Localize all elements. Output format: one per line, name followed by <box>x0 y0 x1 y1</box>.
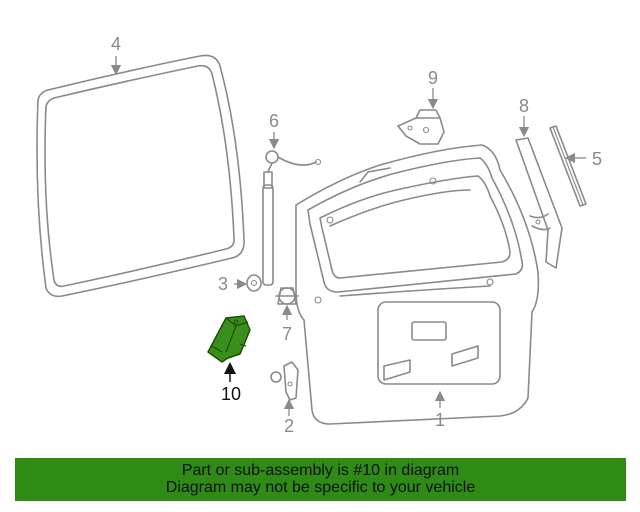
banner-line-1: Part or sub-assembly is #10 in diagram <box>181 462 460 479</box>
part-4-weatherstrip <box>36 54 245 298</box>
banner-line-2: Diagram may not be specific to your vehi… <box>165 479 476 496</box>
callout-5: 5 <box>592 149 602 169</box>
callout-9: 9 <box>428 68 438 88</box>
callout-7: 7 <box>282 324 292 344</box>
callout-arrows <box>110 56 586 416</box>
part-2-striker <box>270 361 299 401</box>
callout-2: 2 <box>284 416 294 436</box>
callout-6: 6 <box>269 111 279 131</box>
info-banner: Part or sub-assembly is #10 in diagram D… <box>15 458 626 501</box>
part-8-trim <box>515 137 563 269</box>
part-6-strut <box>262 150 322 286</box>
callout-3: 3 <box>218 274 228 294</box>
callout-10: 10 <box>221 384 241 404</box>
callout-4: 4 <box>111 34 121 54</box>
part-10-module <box>207 315 251 363</box>
part-7-bolt <box>275 287 299 305</box>
part-5-strip <box>549 125 587 207</box>
part-1-liftgate <box>295 144 540 425</box>
callout-1: 1 <box>435 410 445 430</box>
part-3-washer <box>246 274 262 292</box>
part-9-hinge <box>397 109 445 145</box>
parts-diagram: 4 6 9 8 5 3 7 2 1 10 <box>36 34 602 436</box>
callout-8: 8 <box>519 96 529 116</box>
